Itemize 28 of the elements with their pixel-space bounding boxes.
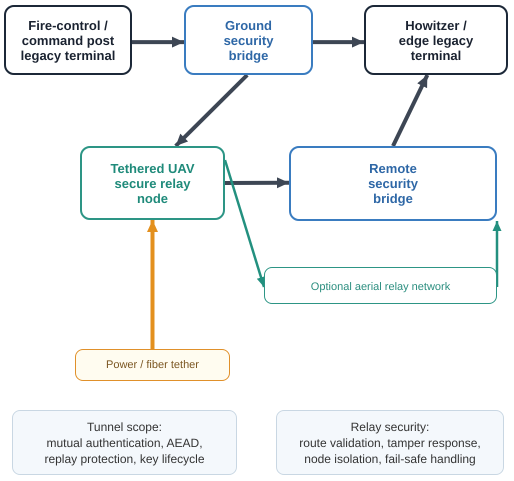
arrow: [391, 74, 430, 147]
arrow: [147, 220, 158, 349]
arrow: [132, 36, 184, 48]
bridge-box: [289, 146, 497, 221]
arrow: [492, 221, 502, 287]
arrow: [313, 36, 364, 48]
node-label: Optional aerial relay network: [310, 280, 450, 294]
node-label: Tethered UAV secure relay node: [109, 160, 196, 206]
arrow: [174, 74, 249, 148]
arrow: [225, 177, 289, 188]
node-label: Tunnel scope:: [87, 418, 162, 434]
bridge-box: [184, 5, 313, 75]
node-label: Fire-control / command post legacy terminal: [20, 18, 116, 62]
node-label: Ground security bridge: [222, 18, 274, 62]
terminal-box: [4, 5, 132, 75]
terminal-box: [364, 5, 508, 75]
arrow: [224, 160, 266, 288]
network-box: [264, 267, 497, 304]
tether-box: [75, 349, 230, 381]
node-label: Relay security:: [350, 418, 430, 434]
node-label: Remote security bridge: [367, 161, 419, 206]
note-box: [12, 410, 237, 475]
node-description: route validation, tamper response, node isolation, fail-safe handling: [298, 434, 482, 466]
relay-node-box: [80, 146, 225, 220]
node-label: Howitzer / edge legacy terminal: [398, 18, 474, 62]
node-label: Power / fiber tether: [106, 358, 199, 372]
note-box: [276, 410, 504, 475]
node-description: mutual authentication, AEAD, replay protection, key lifecycle: [43, 434, 206, 466]
